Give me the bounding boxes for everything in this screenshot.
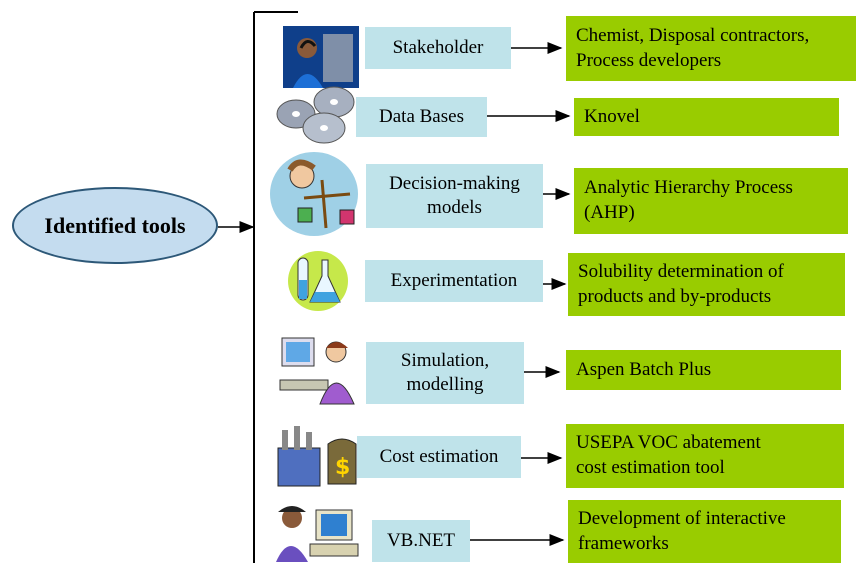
tool-label: Cost estimation	[379, 446, 499, 468]
computer-user-icon	[279, 337, 355, 405]
tool-simulation: Simulation, modelling	[366, 342, 524, 404]
tool-label: Decision-making models	[389, 173, 520, 218]
programmer-icon	[276, 506, 359, 562]
root-label: Identified tools	[44, 212, 186, 238]
discs-icon	[276, 86, 355, 144]
result-experimentation: Solubility determination of products and…	[568, 253, 845, 316]
cost-factory-icon: $	[277, 426, 357, 487]
result-label: Development of interactive frameworks	[578, 507, 786, 554]
scales-icon	[270, 152, 358, 236]
tool-vbnet: VB.NET	[372, 520, 470, 562]
result-label: Chemist, Disposal contractors, Process d…	[576, 24, 810, 71]
tool-experimentation: Experimentation	[365, 260, 543, 302]
result-label: Analytic Hierarchy Process (AHP)	[584, 177, 793, 223]
tool-databases: Data Bases	[356, 97, 487, 137]
tool-decision-models: Decision-making models	[366, 164, 543, 228]
svg-text:$: $	[335, 455, 350, 480]
tool-label: Experimentation	[390, 270, 518, 292]
tool-stakeholder: Stakeholder	[365, 27, 511, 69]
tool-cost-estimation: Cost estimation	[357, 436, 521, 478]
result-stakeholder: Chemist, Disposal contractors, Process d…	[566, 16, 856, 81]
tool-label: Simulation, modelling	[400, 350, 490, 395]
lab-flask-icon	[288, 251, 348, 311]
result-label: Knovel	[584, 105, 640, 127]
result-label: Solubility determination of products and…	[578, 260, 784, 307]
root-node: Identified tools	[12, 187, 218, 264]
result-decision-models: Analytic Hierarchy Process (AHP)	[574, 168, 848, 234]
tool-label: Stakeholder	[392, 37, 484, 59]
result-databases: Knovel	[574, 98, 839, 136]
result-simulation: Aspen Batch Plus	[566, 350, 841, 390]
result-vbnet: Development of interactive frameworks	[568, 500, 841, 563]
result-label: USEPA VOC abatement cost estimation tool	[576, 432, 761, 478]
tool-label: Data Bases	[379, 106, 464, 128]
result-cost-estimation: USEPA VOC abatement cost estimation tool	[566, 424, 844, 488]
result-label: Aspen Batch Plus	[576, 358, 712, 380]
stakeholder-photo-icon	[283, 26, 359, 88]
tool-label: VB.NET	[386, 530, 456, 552]
